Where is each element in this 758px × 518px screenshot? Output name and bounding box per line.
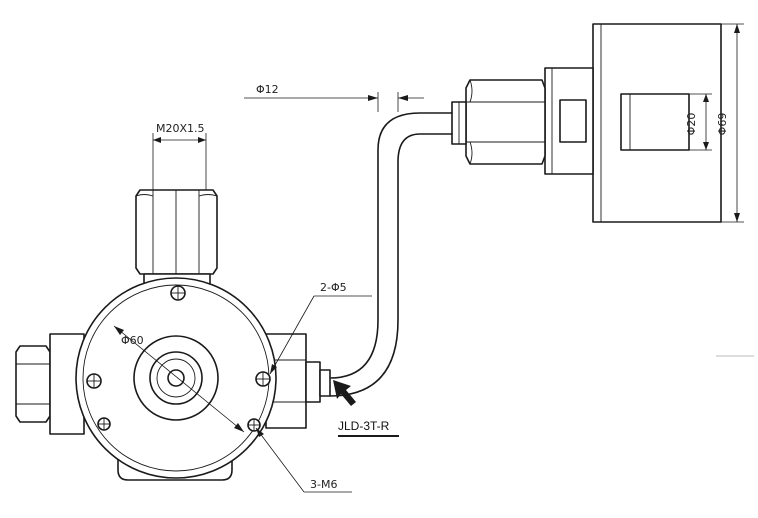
- collar-window: [559, 99, 587, 143]
- bolt-hole-bottom-left: [97, 417, 111, 431]
- label-holes-2: 2-Φ5: [320, 281, 347, 294]
- label-thread: M20X1.5: [156, 122, 205, 135]
- label-inner-diameter: Φ20: [685, 113, 698, 136]
- flange-assembly: [451, 23, 722, 223]
- model-pointer: [333, 380, 399, 437]
- leader-holes-3: [255, 427, 352, 493]
- label-holes-3: 3-M6: [310, 478, 337, 491]
- dim-inner-diameter: [689, 93, 712, 151]
- label-body-diameter: Φ60: [121, 334, 144, 347]
- top-hex-nut: [135, 189, 218, 285]
- label-tube-diameter: Φ12: [256, 83, 279, 96]
- label-flange-diameter: Φ69: [716, 113, 729, 136]
- bolt-hole-bottom-right: [247, 418, 261, 432]
- dim-body-diameter: [113, 325, 245, 433]
- inner-bore: [620, 93, 690, 151]
- bent-tube: [329, 112, 453, 397]
- label-model: JLD-3T-R: [338, 419, 390, 433]
- fitting-nut: [465, 79, 546, 165]
- dim-thread: [152, 133, 207, 190]
- bolt-hole-right: [255, 371, 271, 387]
- dim-flange-diameter: [721, 23, 744, 223]
- bolt-hole-top: [170, 285, 186, 301]
- left-hex-fitting: [15, 333, 85, 435]
- main-body: [75, 277, 277, 481]
- leader-holes-2: [269, 295, 372, 375]
- dim-tube-diameter: [244, 92, 424, 112]
- bolt-hole-left: [86, 373, 102, 389]
